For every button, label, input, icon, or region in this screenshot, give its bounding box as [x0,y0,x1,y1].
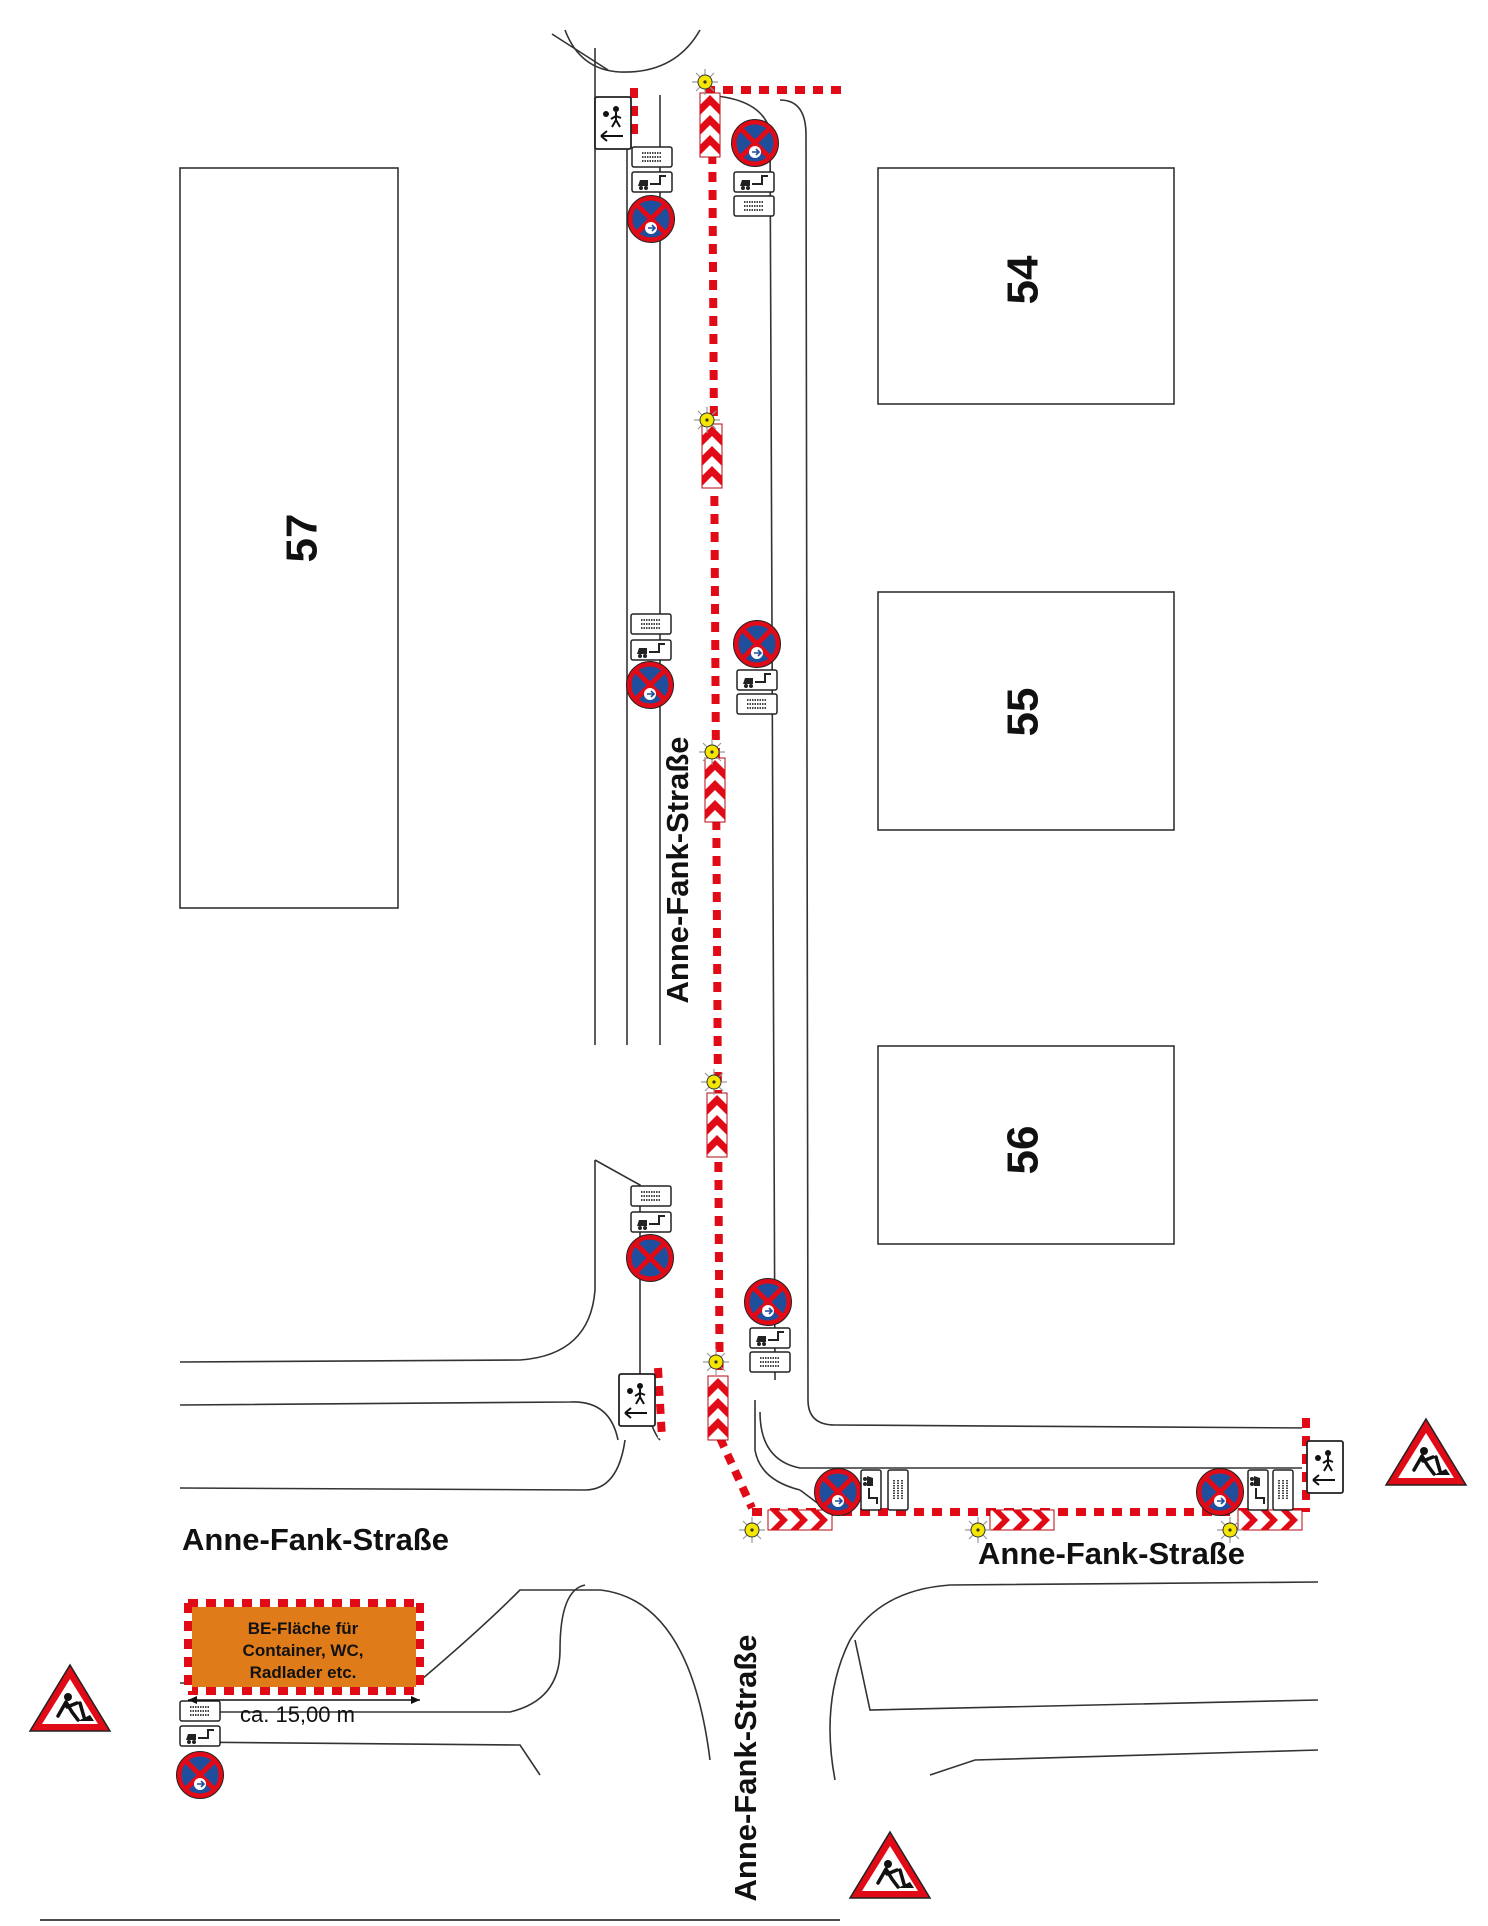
tow-away-plate-icon [631,171,673,193]
no-stopping-sign-icon [627,1235,674,1282]
street-name-west: Anne-Fank-Straße [182,1522,449,1557]
building-55: 55 [877,591,1175,831]
chevron-guide-board-icon [707,1375,729,1441]
chevron-guide-board-icon [706,1092,728,1158]
be-area-fill [188,1603,420,1691]
pedestrian-detour-sign-icon [618,1373,656,1427]
warning-light-icon [738,1516,766,1544]
chevron-guide-board-icon [1237,1509,1303,1531]
tow-away-plate-icon [630,639,672,661]
time-plate-icon [887,1469,909,1511]
street-name-vertical-lower: Anne-Fank-Straße [728,1635,763,1902]
be-area-label-line2: Container, WC, [243,1641,364,1660]
roadworks-warning-sign-icon [28,1663,112,1733]
time-plate-icon [733,195,775,217]
be-area-label-line1: BE-Fläche für [248,1619,359,1638]
pedestrian-detour-sign-icon [1306,1440,1344,1494]
tow-away-plate-icon [749,1327,791,1349]
warning-light-icon [702,1348,730,1376]
tow-away-plate-icon [179,1725,221,1747]
building-54: 54 [877,167,1175,405]
be-area: BE-Fläche für Container, WC, Radlader et… [184,1599,424,1695]
building-number: 57 [278,514,327,563]
tow-away-plate-icon [860,1469,882,1511]
no-stopping-sign-icon [177,1752,224,1799]
time-plate-icon [1272,1469,1294,1511]
street-name-vertical-upper: Anne-Fank-Straße [660,737,695,1004]
no-stopping-sign-icon [734,621,781,668]
time-plate-icon [630,1185,672,1207]
building-56: 56 [877,1045,1175,1245]
no-stopping-sign-icon [628,196,675,243]
time-plate-icon [631,146,673,168]
no-stopping-sign-icon [1197,1469,1244,1516]
roadworks-warning-sign-icon [848,1830,932,1900]
time-plate-icon [630,613,672,635]
chevron-guide-board-icon [767,1509,833,1531]
building-number: 55 [999,688,1048,737]
tow-away-plate-icon [1247,1469,1269,1511]
no-stopping-sign-icon [732,120,779,167]
building-57: 57 [179,167,399,909]
pedestrian-detour-sign-icon [594,96,632,150]
no-stopping-sign-icon [815,1469,862,1516]
warning-light-icon [700,1068,728,1096]
tow-away-plate-icon [630,1211,672,1233]
time-plate-icon [179,1700,221,1722]
time-plate-icon [749,1351,791,1373]
be-area-label-line3: Radlader etc. [250,1663,357,1682]
time-plate-icon [736,693,778,715]
chevron-guide-board-icon [989,1509,1055,1531]
dimension-line: ca. 15,00 m [188,1696,420,1727]
dimension-label: ca. 15,00 m [240,1702,355,1727]
tow-away-plate-icon [736,669,778,691]
building-number: 56 [999,1126,1048,1175]
roadworks-warning-sign-icon [1384,1417,1468,1487]
no-stopping-sign-icon [745,1279,792,1326]
no-stopping-sign-icon [627,662,674,709]
street-name-east: Anne-Fank-Straße [978,1536,1245,1571]
chevron-guide-board-icon [704,757,726,823]
chevron-guide-board-icon [699,92,721,158]
building-number: 54 [999,255,1048,304]
tow-away-plate-icon [733,171,775,193]
chevron-guide-board-icon [701,423,723,489]
